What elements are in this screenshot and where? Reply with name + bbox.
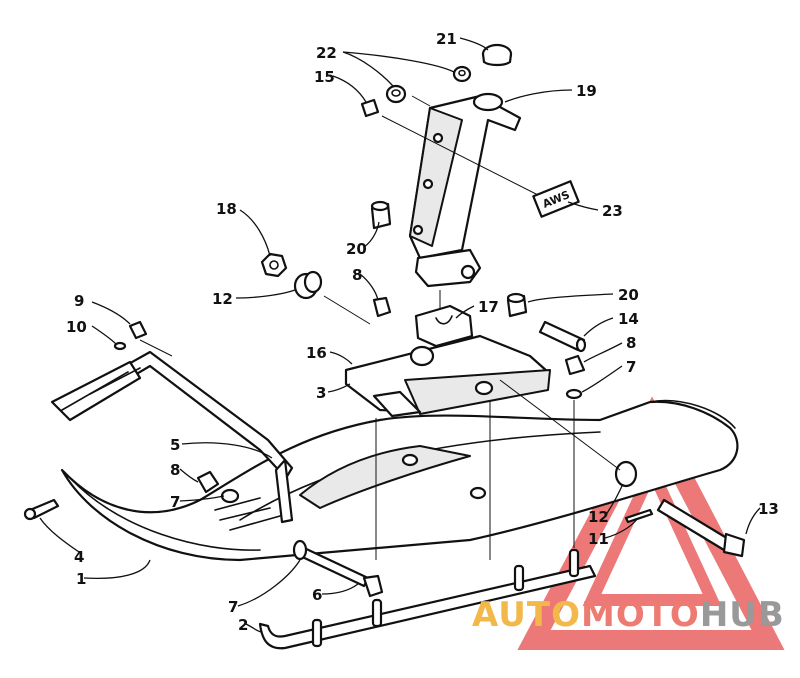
- svg-text:AUTOMOTOHUB: AUTOMOTOHUB: [472, 595, 785, 635]
- callout-7-left: 7: [170, 493, 180, 511]
- spring-bar: [50, 350, 294, 524]
- callout-6: 6: [312, 586, 322, 604]
- assembly-axis-lines: [139, 95, 621, 560]
- watermark-word-moto: MOTO: [581, 595, 700, 635]
- callout-3: 3: [316, 384, 326, 402]
- callout-labels: 1 2 3 4 5 6 7 7 7 8 8 8 9 10 11 12 12 13…: [66, 30, 779, 634]
- nut-8b: [564, 354, 586, 376]
- leader-lines: [39, 37, 761, 633]
- callout-16: 16: [306, 344, 327, 362]
- callout-8-center: 8: [352, 266, 362, 284]
- callout-4: 4: [74, 548, 84, 566]
- washer-7a: [565, 388, 583, 400]
- callout-14: 14: [618, 310, 639, 328]
- watermark-wordmark: AUTOMOTOHUB: [472, 595, 785, 635]
- nut-22b: [452, 65, 472, 83]
- callout-8-left: 8: [170, 461, 180, 479]
- watermark-word-hub: HUB: [700, 595, 785, 635]
- callout-12-left: 12: [212, 290, 233, 308]
- washer-7b: [220, 488, 240, 504]
- bushing-12b: [614, 460, 638, 488]
- callout-21: 21: [436, 30, 457, 48]
- aws-decal: AWS: [532, 180, 580, 218]
- callout-2: 2: [238, 616, 248, 634]
- callout-23: 23: [602, 202, 623, 220]
- callout-7-right: 7: [626, 358, 636, 376]
- callout-20-left: 20: [346, 240, 367, 258]
- callout-18: 18: [216, 200, 237, 218]
- callout-19: 19: [576, 82, 597, 100]
- ski: [60, 399, 739, 562]
- callout-1: 1: [76, 570, 86, 588]
- callout-13: 13: [758, 500, 779, 518]
- callout-15: 15: [314, 68, 335, 86]
- spindle-arm: [408, 92, 522, 288]
- callout-10: 10: [66, 318, 87, 336]
- callout-17: 17: [478, 298, 499, 316]
- bolt-6: [292, 539, 384, 598]
- nut-8c: [196, 470, 220, 494]
- callout-12-right: 12: [588, 508, 609, 526]
- callout-11: 11: [588, 530, 609, 548]
- nut-18: [260, 252, 288, 278]
- wear-bar: [258, 548, 597, 650]
- washer-10: [113, 341, 127, 351]
- bushing-20b: [506, 292, 528, 318]
- callout-8-right: 8: [626, 334, 636, 352]
- screw-15: [360, 98, 380, 118]
- callout-7-bottom: 7: [228, 598, 238, 616]
- callout-9: 9: [74, 292, 84, 310]
- bushing-12a: [293, 270, 323, 300]
- watermark-word-auto: AUTO: [472, 595, 581, 635]
- callout-5: 5: [170, 436, 180, 454]
- nut-9: [128, 320, 148, 340]
- bushing-20a: [370, 200, 392, 230]
- nut-8a: [372, 296, 392, 318]
- bolt-13: [656, 498, 746, 558]
- ski-bracket: [344, 334, 551, 418]
- sleeve: [538, 320, 587, 353]
- cap-21: [481, 43, 513, 67]
- nut-22a: [385, 84, 407, 104]
- pin-4: [23, 498, 60, 521]
- callout-20-right: 20: [618, 286, 639, 304]
- screw-11: [624, 508, 654, 524]
- callout-22: 22: [316, 44, 337, 62]
